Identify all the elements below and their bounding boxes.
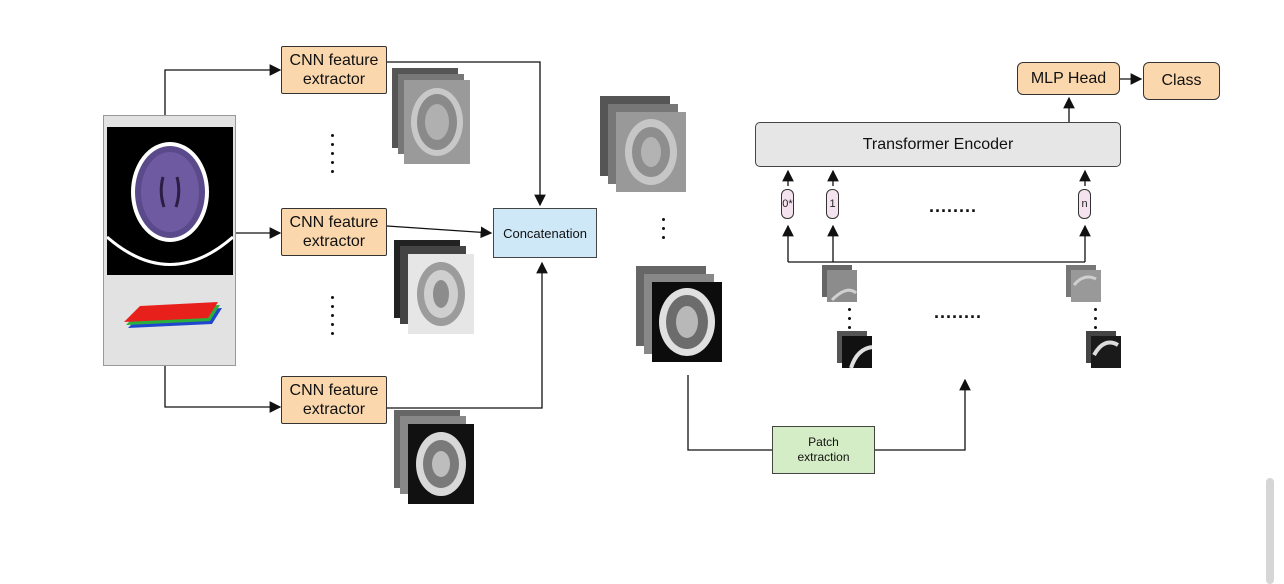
token-ellipsis: ........	[929, 196, 978, 216]
mlp-head-label: MLP Head	[1030, 69, 1107, 87]
cnn-feature-extractor-1-label: CNN feature extractor	[289, 52, 379, 88]
brain-ct-image	[107, 127, 233, 275]
patch-ellipsis: ........	[934, 302, 983, 322]
cnn-feature-extractor-2-label: CNN feature extractor	[289, 214, 379, 250]
image-layers-icon	[124, 302, 222, 328]
patch-1-ellipsis	[848, 308, 852, 335]
token-n: n	[1078, 189, 1091, 219]
concatenated-ellipsis	[662, 218, 666, 245]
token-1-label: 1	[829, 198, 836, 210]
token-n-label: n	[1081, 198, 1088, 210]
patch-1-top	[822, 265, 857, 302]
patch-extraction-label: Patch extraction	[797, 435, 850, 464]
patch-n-top	[1066, 265, 1101, 302]
patch-extraction-box: Patch extraction	[772, 426, 875, 474]
concatenation-label: Concatenation	[503, 225, 587, 241]
scrollbar[interactable]	[1266, 478, 1274, 584]
feature-map-stack-1	[392, 68, 470, 164]
class-box: Class	[1143, 62, 1220, 100]
token-cls: 0*	[781, 189, 794, 219]
concatenated-stack-lower	[636, 266, 722, 362]
concatenation-box: Concatenation	[493, 208, 597, 258]
token-cls-label: 0*	[782, 198, 793, 210]
patch-n-bottom	[1086, 331, 1121, 368]
feature-map-stack-2	[394, 240, 474, 334]
extractor-ellipsis-lower	[331, 296, 335, 341]
transformer-encoder-label: Transformer Encoder	[862, 135, 1014, 153]
mlp-head-box: MLP Head	[1017, 62, 1120, 95]
concatenated-stack-upper	[600, 96, 686, 192]
cnn-feature-extractor-3: CNN feature extractor	[281, 376, 387, 424]
class-label: Class	[1161, 72, 1202, 89]
patch-n-ellipsis	[1094, 308, 1098, 335]
patch-1-bottom	[837, 331, 873, 369]
cnn-feature-extractor-1: CNN feature extractor	[281, 46, 387, 94]
extractor-ellipsis-upper	[331, 134, 335, 179]
transformer-encoder-box: Transformer Encoder	[755, 122, 1121, 167]
cnn-feature-extractor-3-label: CNN feature extractor	[289, 382, 379, 418]
token-1: 1	[826, 189, 839, 219]
input-panel	[103, 115, 236, 366]
cnn-feature-extractor-2: CNN feature extractor	[281, 208, 387, 256]
feature-map-stack-3	[394, 410, 474, 504]
